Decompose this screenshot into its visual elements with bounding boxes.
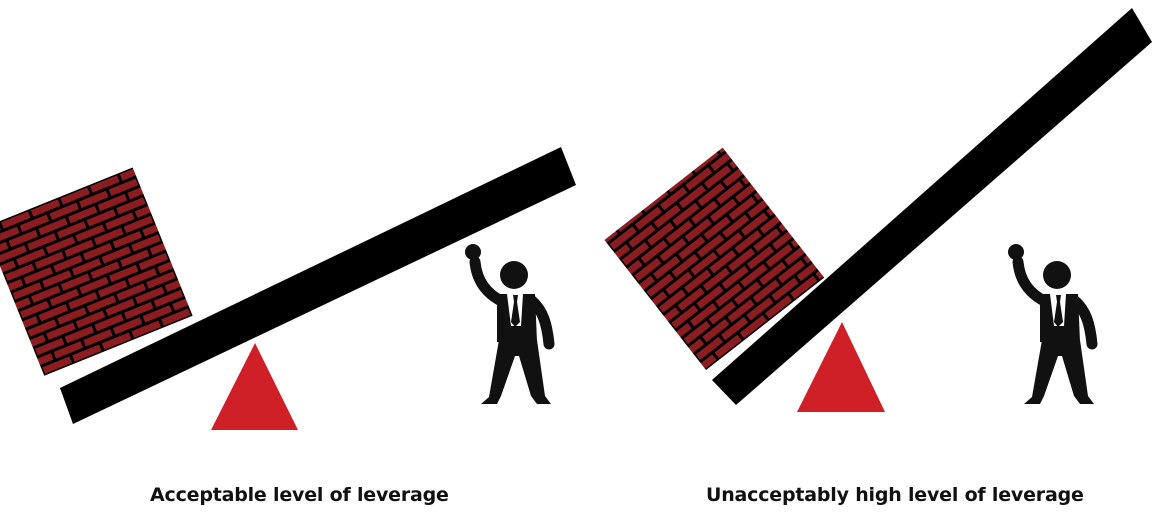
lever-beam — [712, 8, 1152, 405]
brick-stack-icon — [0, 167, 193, 376]
caption-unacceptable: Unacceptably high level of leverage — [706, 484, 1084, 506]
fulcrum-icon — [211, 343, 298, 430]
caption-acceptable: Acceptable level of leverage — [150, 484, 449, 506]
fulcrum-icon — [797, 322, 885, 412]
lever-beam — [60, 147, 576, 424]
right-scene — [604, 8, 1152, 412]
businessman-lifting-icon — [465, 244, 551, 404]
left-scene — [0, 147, 576, 430]
businessman-lifting-icon — [1008, 244, 1094, 404]
brick-stack-icon — [604, 147, 825, 370]
